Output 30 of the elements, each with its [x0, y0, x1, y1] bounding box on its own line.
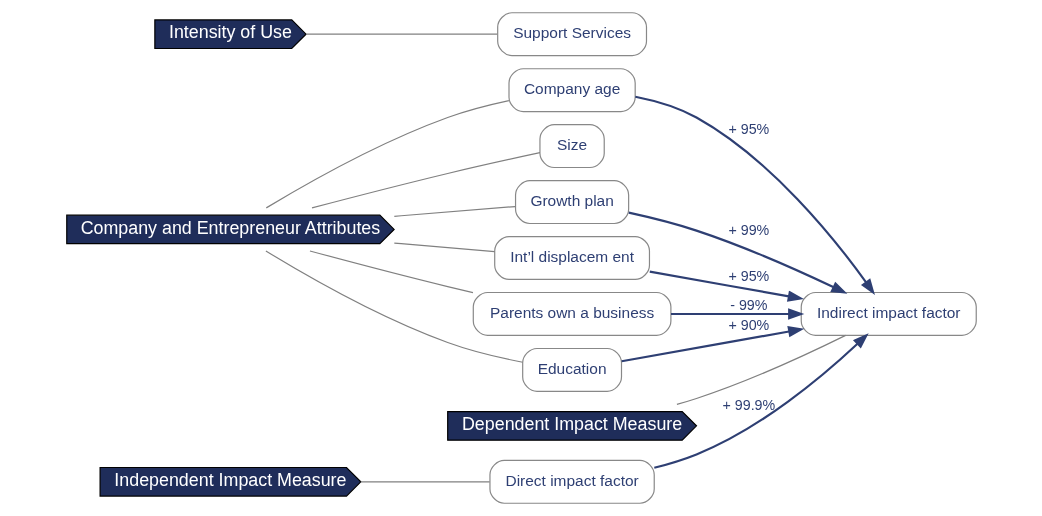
connector — [264, 250, 523, 363]
connector — [265, 100, 509, 209]
connector — [308, 250, 474, 294]
edge-label: + 99.9% — [721, 396, 775, 413]
node-box: Direct impact factor — [488, 459, 655, 504]
node-box: Parents own a business — [472, 291, 671, 336]
node-box: Support Services — [496, 12, 647, 57]
arrow — [621, 326, 804, 363]
connector — [359, 481, 490, 483]
edge-label: + 95% — [727, 120, 769, 137]
node-box: Size — [538, 124, 605, 169]
node-box: Company age — [507, 68, 636, 113]
connector — [305, 33, 498, 35]
node-box: Int’l displacem ent — [493, 235, 650, 281]
connector — [393, 205, 516, 217]
node-box: Growth plan — [514, 180, 629, 225]
arrow — [653, 333, 869, 469]
edge-label: + 95% — [727, 268, 769, 285]
arrow — [628, 211, 847, 294]
edge-label: + 90% — [727, 317, 769, 334]
edge-label: - 99% — [729, 296, 768, 313]
connector — [310, 152, 541, 209]
edge-label: + 99% — [727, 221, 769, 238]
node-box: Education — [521, 347, 622, 392]
connector — [675, 334, 846, 405]
connector — [393, 242, 495, 253]
arrow — [634, 95, 875, 295]
arrow — [670, 308, 804, 320]
arrow — [649, 270, 804, 302]
node-box: Indirect impact factor — [800, 291, 977, 336]
